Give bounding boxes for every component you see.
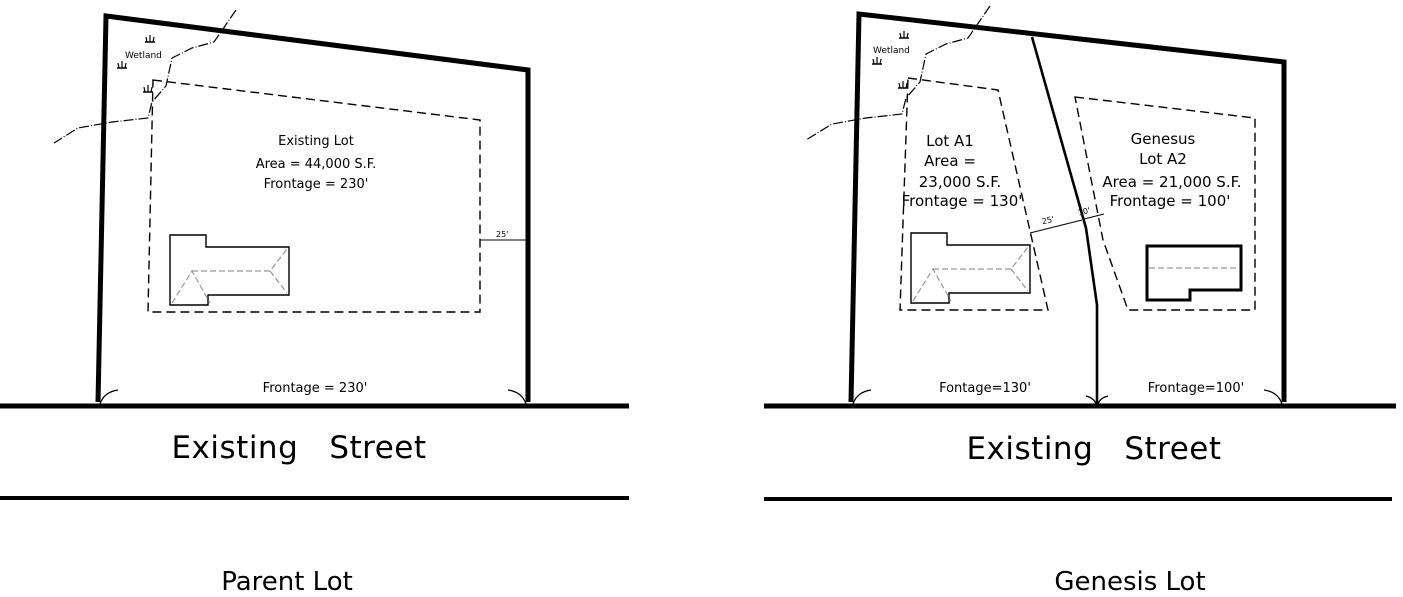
lotA2-building-envelope: [1074, 96, 1256, 311]
lotA1-house-roof-line: [1010, 268, 1029, 292]
lotA1-building-envelope: [899, 77, 1049, 311]
lotA2-setback-dimension: [1083, 213, 1105, 220]
parent-wetland-marsh-icon: [117, 61, 127, 69]
genesis-wetland-stream: [805, 5, 991, 141]
genesis-frontage-arc-mid-right: [1097, 395, 1109, 405]
parent-lot-area: Area = 44,000 S.F.: [256, 157, 377, 172]
parent-lot-title: Existing Lot: [278, 134, 354, 149]
lotA2-area: Area = 21,000 S.F.: [1102, 173, 1241, 191]
genesis-frontage-arc-left: [852, 389, 872, 405]
lotA1-setback-label: 25': [1041, 215, 1055, 227]
genesis-frontage-arc-right: [1263, 389, 1283, 405]
lotA2-street-frontage: Frontage=100': [1148, 381, 1244, 396]
lotA1-frontage: Frontage = 130': [902, 192, 1023, 210]
genesis-wetland-marsh-icon: [899, 31, 909, 39]
lotA1-setback-dimension: [1029, 219, 1083, 234]
lotA1-street-frontage: Fontage=130': [939, 381, 1031, 396]
lotA1-area-line1: Area =: [924, 152, 976, 170]
parent-wetland-stream: [53, 9, 237, 144]
genesis-wetland-marsh-icon: [872, 57, 882, 65]
parent-frontage-arc-right: [507, 389, 527, 405]
lotA2-title-line2: Lot A2: [1139, 150, 1187, 168]
lotA2-house-footprint: [1145, 244, 1243, 302]
parent-street-name: Existing Street: [171, 430, 426, 466]
lotA2-setback-label: 10': [1077, 206, 1091, 218]
genesis-wetland-marsh-icon: [898, 81, 908, 89]
parent-house-footprint: [169, 234, 290, 306]
parent-frontage-arc-left: [99, 389, 119, 405]
genesis-wetland-label: Wetland: [873, 46, 910, 56]
parent-lot-boundary: [95, 13, 531, 403]
lotA2-frontage: Frontage = 100': [1110, 192, 1231, 210]
parent-building-envelope: [147, 79, 481, 313]
parent-street-frontage: Frontage = 230': [263, 381, 368, 396]
parent-wetland-marsh-icon: [143, 85, 153, 93]
parent-lot-frontage: Frontage = 230': [264, 177, 369, 192]
parent-setback-label: 25': [496, 230, 508, 239]
lotA1-title: Lot A1: [926, 132, 974, 150]
genesis-caption: Genesis Lot: [1054, 567, 1205, 597]
genesis-frontage-arc-mid-left: [1085, 395, 1097, 405]
parent-house-roof-line: [269, 270, 288, 294]
parent-lot-diagram: Wetland 25' Existing Lot Area = 44,000 S…: [0, 9, 629, 597]
lotA2-title-line1: Genesus: [1131, 130, 1196, 148]
lotA1-area-line2: 23,000 S.F.: [919, 173, 1002, 191]
genesis-street-name: Existing Street: [966, 431, 1221, 467]
genesis-lot-diagram: Wetland 25' 10' Lot A1 Area = 23,000 S.F…: [764, 5, 1396, 597]
parent-wetland-marsh-icon: [145, 35, 155, 43]
genesis-lot-boundary: [848, 11, 1287, 403]
parent-caption: Parent Lot: [221, 567, 353, 597]
lotA1-house-footprint: [910, 232, 1031, 304]
parent-wetland-label: Wetland: [125, 51, 162, 61]
genesis-lot-divider: [1030, 36, 1099, 404]
